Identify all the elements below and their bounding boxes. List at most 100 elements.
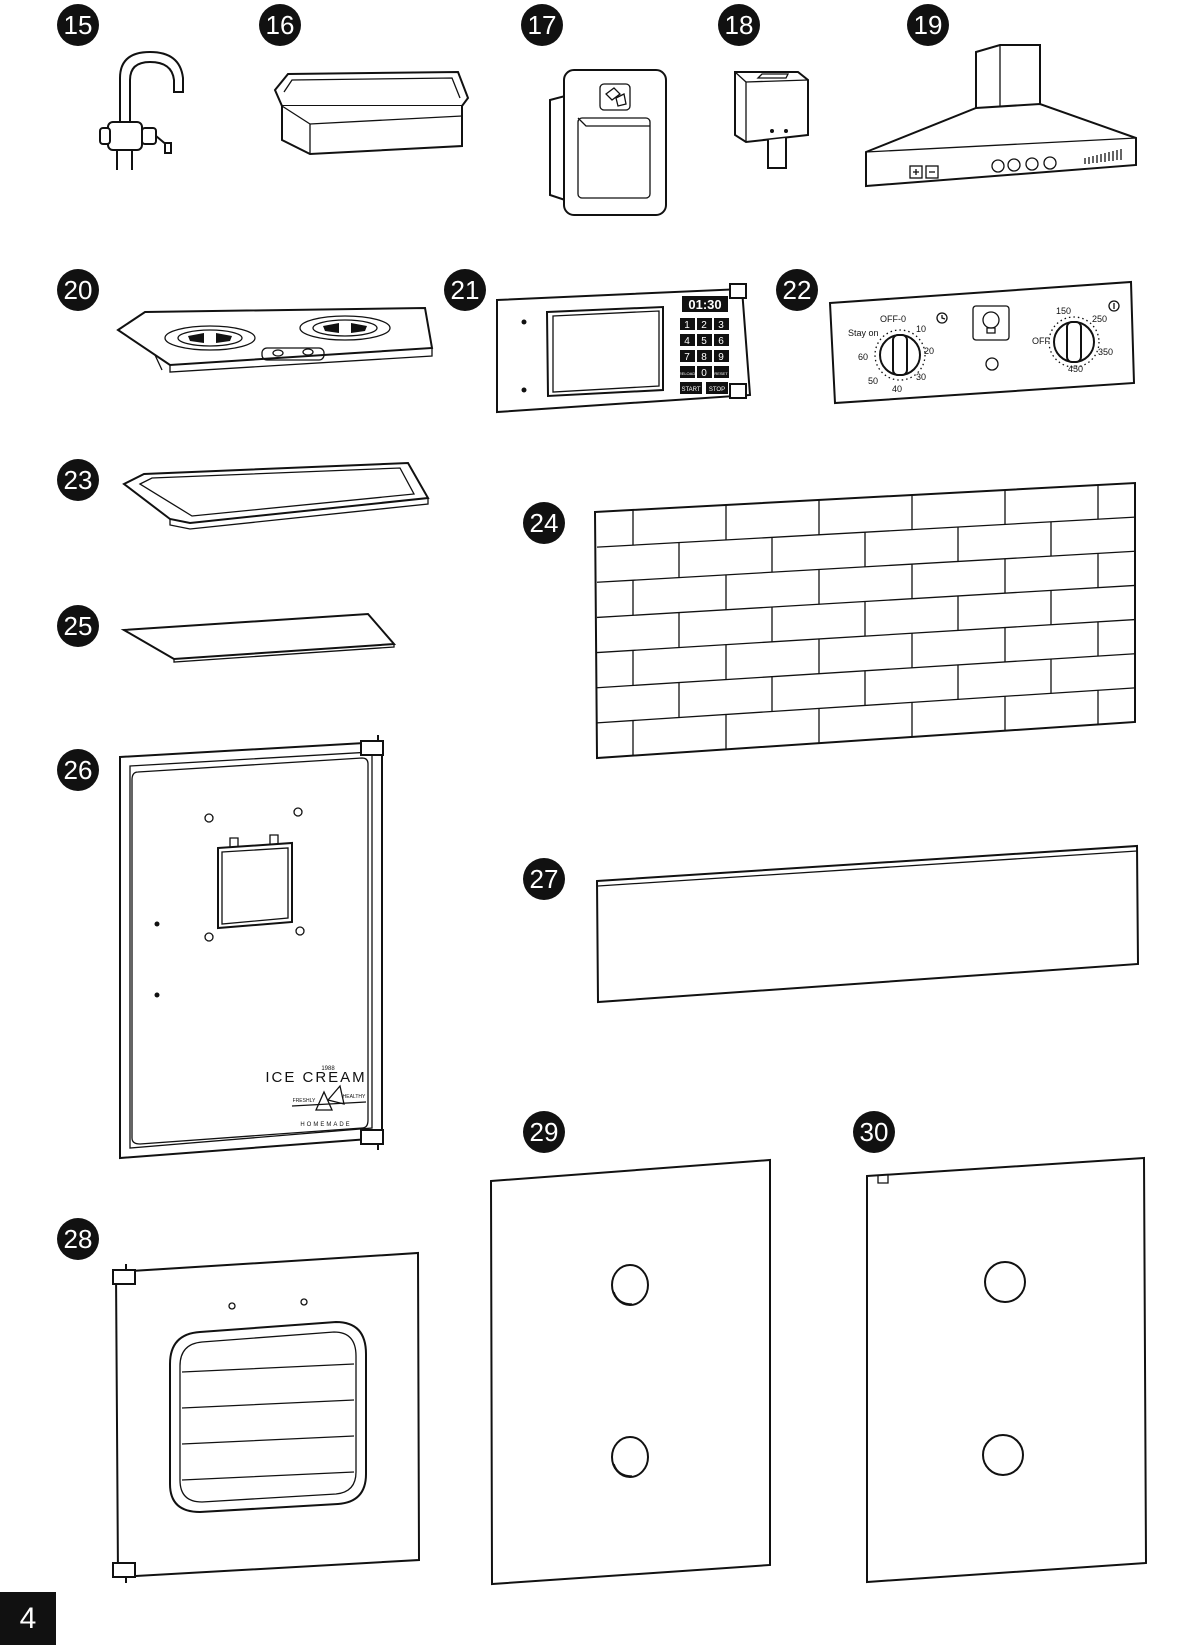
key-reload: RELOAD	[679, 371, 696, 376]
brick-course-line	[596, 584, 1136, 619]
badge-19: 19	[907, 4, 949, 46]
timer-label-stay-on: Stay on	[848, 328, 879, 338]
flat-board-part	[120, 612, 397, 663]
key-8: 8	[701, 352, 707, 363]
key-reset: RESET	[714, 371, 728, 376]
brick-course-line	[596, 550, 1136, 583]
badge-15: 15	[57, 4, 99, 46]
badge-26: 26	[57, 749, 99, 791]
decal-year: 1988	[321, 1066, 335, 1072]
ice-cream-decal: ICE CREAM 1988 FRESHLY HEALTHY HOMEMADE	[265, 1066, 367, 1128]
badge-16-label: 16	[266, 10, 295, 40]
oven-control-panel-part: OFF-0 10 20 30 40 50 60 Stay on 150 250 …	[828, 280, 1136, 405]
faucet-part	[99, 50, 184, 170]
badge-21-label: 21	[451, 275, 480, 305]
badge-16: 16	[259, 4, 301, 46]
light-bulb-icon	[972, 305, 1010, 341]
ice-cube-icon	[599, 83, 631, 111]
decal-title: ICE CREAM	[265, 1069, 366, 1086]
key-7: 7	[684, 352, 690, 363]
badge-20-label: 20	[64, 275, 93, 305]
decal-right: HEALTHY	[343, 1094, 366, 1100]
timer-label-off: OFF-0	[880, 314, 906, 324]
decal-left: FRESHLY	[293, 1098, 316, 1104]
plain-panel-part	[595, 844, 1140, 1004]
brick-course-line	[596, 687, 1136, 724]
badge-18: 18	[718, 4, 760, 46]
timer-label-20: 20	[924, 346, 934, 356]
badge-21: 21	[444, 269, 486, 311]
oven-door-part	[112, 1251, 421, 1583]
key-0: 0	[701, 368, 707, 379]
cooktop-part	[116, 306, 434, 373]
timer-label-60: 60	[858, 352, 868, 362]
badge-26-label: 26	[64, 755, 93, 785]
decal-bottom: HOMEMADE	[300, 1122, 351, 1128]
hole-panel-30-part	[866, 1156, 1148, 1584]
brick-grid	[596, 484, 1136, 756]
key-6: 6	[718, 336, 724, 347]
microwave-panel-part: 01:30 1 2 3 4 5 6 7 8 9 RELOAD 0 RESET S…	[496, 283, 752, 414]
badge-24: 24	[523, 502, 565, 544]
badge-15-label: 15	[64, 10, 93, 40]
fan-icon	[1043, 156, 1057, 170]
temp-label-450: 450	[1068, 364, 1083, 374]
badge-29: 29	[523, 1111, 565, 1153]
tray-frame-part	[122, 461, 430, 530]
thermometer-icon	[1108, 300, 1120, 312]
key-5: 5	[701, 336, 707, 347]
temp-label-350: 350	[1098, 347, 1113, 357]
key-1: 1	[684, 320, 690, 331]
key-2: 2	[701, 320, 707, 331]
timer-label-10: 10	[916, 324, 926, 334]
timer-label-40: 40	[892, 384, 902, 394]
badge-29-label: 29	[530, 1117, 559, 1147]
page-number: 4	[0, 1592, 56, 1645]
key-start: START	[681, 387, 700, 393]
brick-course-line	[596, 516, 1136, 548]
ice-dispenser-part	[549, 69, 667, 216]
brick-wall-panel-part	[593, 481, 1136, 760]
key-stop: STOP	[709, 387, 725, 393]
timer-label-50: 50	[868, 376, 878, 386]
badge-22: 22	[776, 269, 818, 311]
badge-20: 20	[57, 269, 99, 311]
badge-30-label: 30	[860, 1117, 889, 1147]
badge-28: 28	[57, 1218, 99, 1260]
badge-27: 27	[523, 858, 565, 900]
badge-18-label: 18	[725, 10, 754, 40]
key-4: 4	[684, 336, 690, 347]
badge-28-label: 28	[64, 1224, 93, 1254]
microwave-keypad: 1 2 3 4 5 6 7 8 9 RELOAD 0 RESET START S…	[679, 318, 729, 394]
badge-25-label: 25	[64, 611, 93, 641]
badge-23: 23	[57, 459, 99, 501]
temp-label-150: 150	[1056, 306, 1071, 316]
hole-panel-29-part	[489, 1158, 771, 1586]
temp-label-250: 250	[1092, 314, 1107, 324]
key-9: 9	[718, 352, 724, 363]
timer-label-30: 30	[916, 372, 926, 382]
badge-25: 25	[57, 605, 99, 647]
badge-17: 17	[521, 4, 563, 46]
timer-knob	[874, 329, 926, 381]
badge-23-label: 23	[64, 465, 93, 495]
fridge-door-part: ICE CREAM 1988 FRESHLY HEALTHY HOMEMADE	[119, 735, 384, 1160]
badge-17-label: 17	[528, 10, 557, 40]
badge-27-label: 27	[530, 864, 559, 894]
badge-19-label: 19	[914, 10, 943, 40]
badge-24-label: 24	[530, 508, 559, 538]
hood-plus-minus-buttons	[909, 165, 939, 179]
temperature-knob	[1048, 316, 1100, 368]
brick-course-line	[596, 618, 1136, 654]
badge-22-label: 22	[783, 275, 812, 305]
badge-30: 30	[853, 1111, 895, 1153]
brick-course-line	[596, 653, 1136, 689]
sink-basin-part	[273, 70, 470, 156]
key-3: 3	[718, 320, 724, 331]
temp-label-off: OFF	[1032, 336, 1050, 346]
range-hood-part	[865, 44, 1137, 188]
clock-icon	[936, 312, 948, 324]
microwave-time-display: 01:30	[688, 297, 721, 312]
switch-box-part	[734, 71, 809, 169]
